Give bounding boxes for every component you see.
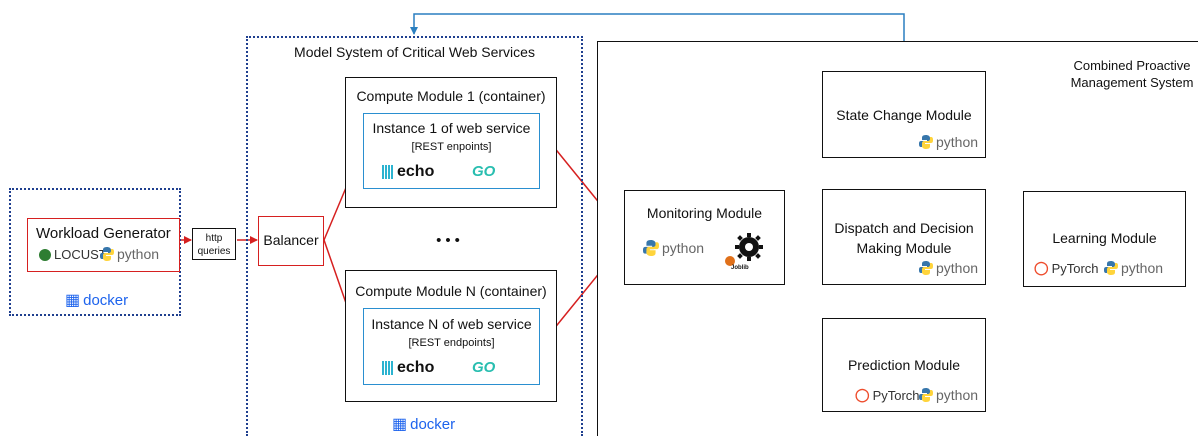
model-docker-logo: ▦ docker <box>392 415 456 434</box>
dispatch-title-line1: Dispatch and Decision <box>834 220 974 236</box>
compute-module-1: Compute Module 1 (container) Instance 1 … <box>345 77 557 208</box>
monitoring-module-title: Monitoring Module <box>646 205 763 221</box>
python-logo: python <box>919 134 978 150</box>
model-system-region <box>246 36 583 436</box>
instance-1-box: Instance 1 of web service [REST enpoints… <box>363 113 540 189</box>
echo-icon <box>382 165 394 179</box>
balancer-label: Balancer <box>263 232 319 248</box>
compute-module-1-title: Compute Module 1 (container) <box>356 88 546 104</box>
queries-label: queries <box>197 246 231 257</box>
dispatch-module: Dispatch and Decision Making Module pyth… <box>822 189 986 285</box>
pytorch-logo: ◯ PyTorch <box>1034 260 1099 276</box>
instance-n-title: Instance N of web service <box>371 316 532 332</box>
management-title: Combined Proactive Management System <box>1066 57 1198 91</box>
dispatch-title-line2: Making Module <box>856 240 952 256</box>
instance-n-subtitle: [REST endpoints] <box>408 337 495 349</box>
python-icon <box>919 135 933 149</box>
monitoring-module: Monitoring Module python Joblib <box>624 190 785 285</box>
python-icon <box>919 261 933 275</box>
dispatch-title: Dispatch and Decision Making Module <box>823 218 985 258</box>
go-icon: GO <box>472 359 496 376</box>
gear-icon <box>725 233 763 266</box>
prediction-module-title: Prediction Module <box>847 357 961 373</box>
workload-docker-logo: ▦ docker <box>65 291 129 310</box>
pytorch-icon: ◯ <box>1034 260 1049 275</box>
http-label: http <box>205 233 223 244</box>
python-logo: python <box>100 246 159 262</box>
python-icon <box>100 247 114 261</box>
management-title-line2: Management System <box>1070 75 1194 90</box>
docker-icon: ▦ <box>65 292 81 309</box>
echo-logo: echo <box>382 163 434 181</box>
go-logo: GO <box>472 163 495 180</box>
instance-1-title: Instance 1 of web service <box>372 120 531 136</box>
state-change-module: State Change Module python <box>822 71 986 158</box>
python-logo: python <box>1104 260 1163 276</box>
python-icon <box>643 240 659 256</box>
management-title-line1: Combined Proactive <box>1073 58 1191 73</box>
echo-logo: echo <box>382 359 434 377</box>
python-icon <box>919 388 933 402</box>
learning-module-title: Learning Module <box>1052 230 1157 246</box>
instance-1-subtitle: [REST enpoints] <box>411 141 492 153</box>
prediction-module: Prediction Module ◯ PyTorch python <box>822 318 986 412</box>
workload-docker-region <box>9 188 181 316</box>
python-icon <box>1104 261 1118 275</box>
compute-module-n-title: Compute Module N (container) <box>355 283 547 299</box>
locust-icon <box>39 248 51 261</box>
ellipsis: ••• <box>436 232 464 249</box>
pytorch-icon: ◯ <box>855 387 870 402</box>
go-logo: GO <box>472 359 495 376</box>
go-icon: GO <box>472 163 496 180</box>
http-queries-box: http queries <box>192 228 236 260</box>
workload-generator-title: Workload Generator <box>36 225 171 242</box>
workload-generator-box: Workload Generator LOCUST python <box>27 218 180 272</box>
locust-logo: LOCUST <box>39 247 107 262</box>
model-system-title: Model System of Critical Web Services <box>294 44 535 60</box>
echo-icon <box>382 361 394 375</box>
python-logo: python <box>919 260 978 276</box>
joblib-label: Joblib <box>731 265 749 271</box>
python-logo: python <box>919 387 978 403</box>
instance-n-box: Instance N of web service [REST endpoint… <box>363 308 540 385</box>
balancer-box: Balancer <box>258 216 324 266</box>
learning-module: Learning Module ◯ PyTorch python <box>1023 191 1186 287</box>
docker-icon: ▦ <box>392 416 408 433</box>
joblib-logo: Joblib <box>723 231 767 277</box>
pytorch-logo: ◯ PyTorch <box>855 387 920 403</box>
compute-module-n: Compute Module N (container) Instance N … <box>345 270 557 402</box>
python-logo: python <box>643 240 704 256</box>
state-change-title: State Change Module <box>836 107 972 123</box>
